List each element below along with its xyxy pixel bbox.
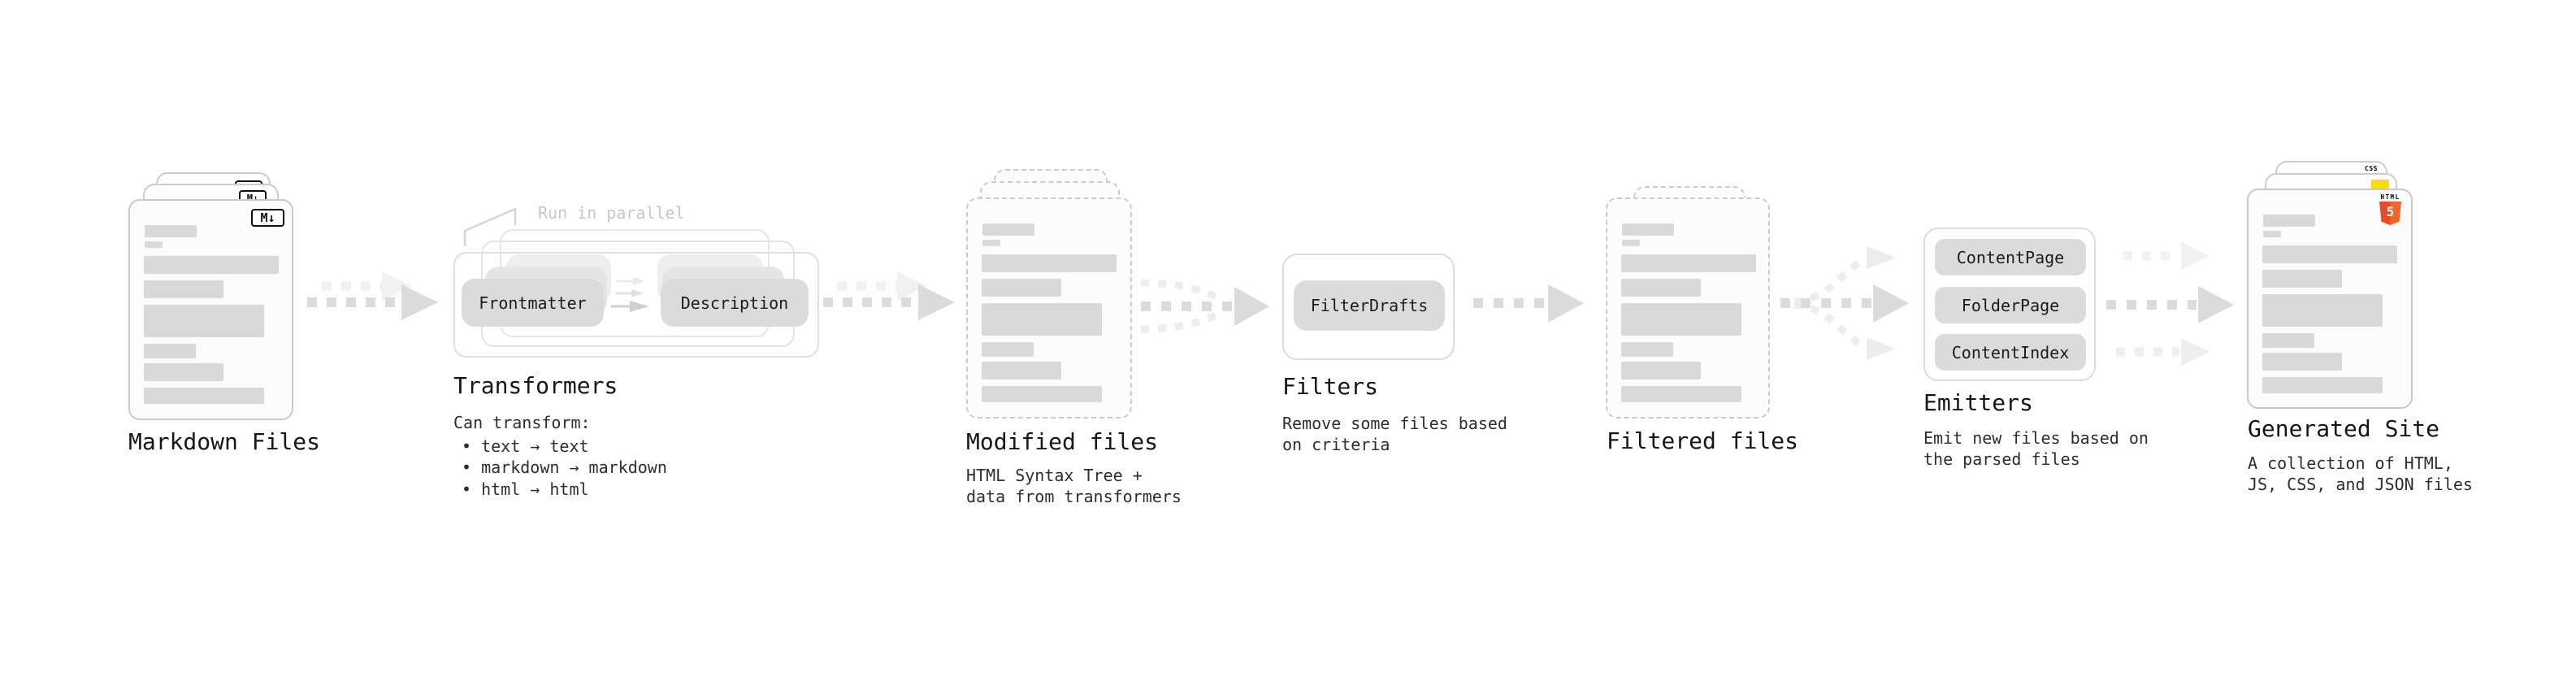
text-line-placeholder (144, 305, 264, 337)
text-line-placeholder (982, 362, 1061, 380)
text-line-placeholder (145, 225, 197, 237)
emitters-panel: ContentPage FolderPage ContentIndex (1923, 228, 2096, 381)
generated-site-desc: A collection of HTML, (2248, 453, 2453, 473)
transformers-bullet: • markdown → markdown (462, 458, 667, 477)
text-line-placeholder (2262, 377, 2383, 393)
html5-icon-shield: 5 (2379, 202, 2401, 225)
html5-icon-number: 5 (2386, 204, 2395, 219)
text-line-placeholder (2263, 231, 2281, 237)
stage-label-emitters: Emitters (1923, 389, 2033, 416)
filters-desc: on criteria (1282, 435, 1390, 454)
description-box-label: Description (680, 293, 789, 313)
text-line-placeholder (144, 344, 196, 358)
emitters-desc: the parsed files (1923, 449, 2080, 469)
text-line-placeholder (1622, 240, 1640, 246)
text-line-placeholder (1621, 303, 1741, 336)
run-in-parallel-annotation: Run in parallel (538, 203, 685, 223)
html5-icon-word: HTML (2380, 193, 2400, 201)
filters-panel: FilterDrafts (1282, 254, 1455, 360)
text-line-placeholder (1621, 362, 1701, 380)
stage-label-transformers: Transformers (453, 372, 618, 399)
text-line-placeholder (144, 280, 223, 298)
transformers-desc-heading: Can transform: (453, 413, 591, 432)
css-icon-label: CSS (2365, 165, 2378, 172)
markdown-file-document: M↓ (128, 199, 293, 420)
markdown-icon-glyph: M↓ (260, 210, 275, 225)
text-line-placeholder (982, 279, 1061, 297)
generated-site-document: HTML 5 (2247, 189, 2413, 409)
text-line-placeholder (982, 240, 1000, 246)
markdown-icon: M↓ (251, 209, 284, 227)
stage-label-modified-files: Modified files (966, 428, 1159, 455)
filterdrafts-box-label: FilterDrafts (1310, 296, 1429, 315)
stage-label-generated-site: Generated Site (2248, 415, 2440, 442)
text-line-placeholder (982, 254, 1117, 272)
arrow-filters-to-filtered (1473, 284, 1584, 323)
stage-label-markdown-files: Markdown Files (128, 428, 321, 455)
arrow-markdown-to-transformers (307, 271, 438, 320)
text-line-placeholder (1621, 386, 1741, 402)
filters-desc: Remove some files based (1282, 414, 1507, 433)
frontmatter-box: Frontmatter (462, 279, 604, 327)
arrow-transformers-to-modified (823, 271, 955, 320)
description-box: Description (661, 279, 809, 327)
text-line-placeholder (145, 241, 163, 248)
text-line-placeholder (144, 388, 264, 404)
frontmatter-box-label: Frontmatter (479, 293, 587, 313)
text-line-placeholder (2262, 333, 2314, 348)
arrow-modified-to-filters (1140, 279, 1269, 333)
modified-files-desc: HTML Syntax Tree + (966, 466, 1143, 485)
contentpage-box: ContentPage (1935, 239, 2086, 275)
transformers-bullet: • text → text (462, 436, 589, 456)
html5-icon: HTML 5 (2379, 193, 2401, 225)
stage-label-filtered-files: Filtered files (1607, 427, 1799, 454)
contentpage-box-label: ContentPage (1956, 247, 2065, 267)
modified-file-document (966, 197, 1132, 419)
contentindex-box-label: ContentIndex (1951, 342, 2070, 362)
filtered-file-document (1606, 197, 1770, 419)
emitters-desc: Emit new files based on (1923, 428, 2149, 448)
arrow-filtered-to-emitters (1780, 246, 1909, 360)
text-line-placeholder (144, 256, 279, 274)
folderpage-box: FolderPage (1935, 287, 2086, 323)
text-line-placeholder (982, 223, 1034, 236)
stage-label-filters: Filters (1282, 373, 1379, 400)
text-line-placeholder (2262, 294, 2383, 327)
text-line-placeholder (2262, 353, 2342, 371)
text-line-placeholder (982, 386, 1102, 402)
text-line-placeholder (144, 363, 223, 381)
filterdrafts-box: FilterDrafts (1294, 280, 1445, 331)
arrow-emitters-to-site (2106, 242, 2234, 366)
text-line-placeholder (1621, 279, 1701, 297)
text-line-placeholder (1621, 342, 1673, 357)
transformer-layer-front (453, 252, 819, 358)
generated-site-desc: JS, CSS, and JSON files (2248, 475, 2473, 494)
text-line-placeholder (982, 342, 1034, 357)
text-line-placeholder (2262, 245, 2397, 263)
transformers-bullet: • html → html (462, 479, 589, 499)
text-line-placeholder (2262, 270, 2342, 288)
text-line-placeholder (982, 303, 1102, 336)
text-line-placeholder (2263, 215, 2315, 227)
text-line-placeholder (1622, 223, 1674, 236)
folderpage-box-label: FolderPage (1961, 295, 2060, 315)
modified-files-desc: data from transformers (966, 487, 1182, 506)
text-line-placeholder (1621, 254, 1756, 272)
js-icon (2371, 180, 2389, 189)
contentindex-box: ContentIndex (1935, 334, 2086, 371)
